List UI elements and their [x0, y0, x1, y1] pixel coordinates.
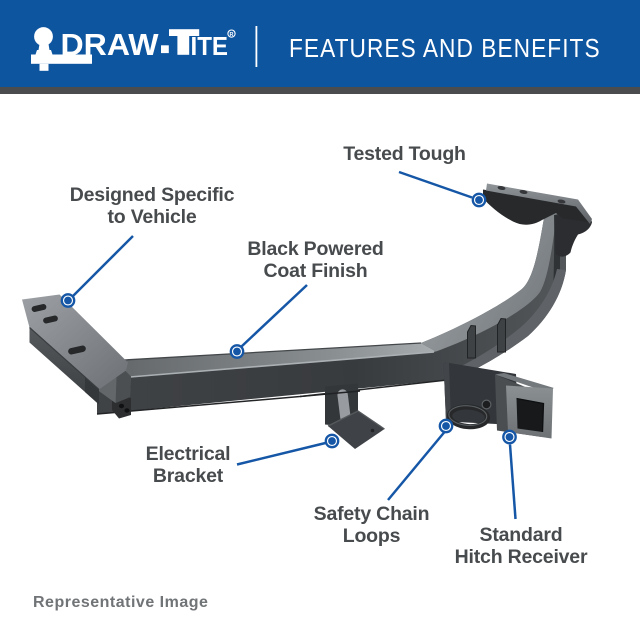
svg-text:R: R [230, 32, 234, 38]
svg-text:ITE: ITE [191, 33, 229, 61]
svg-text:DRAW: DRAW [61, 28, 159, 62]
